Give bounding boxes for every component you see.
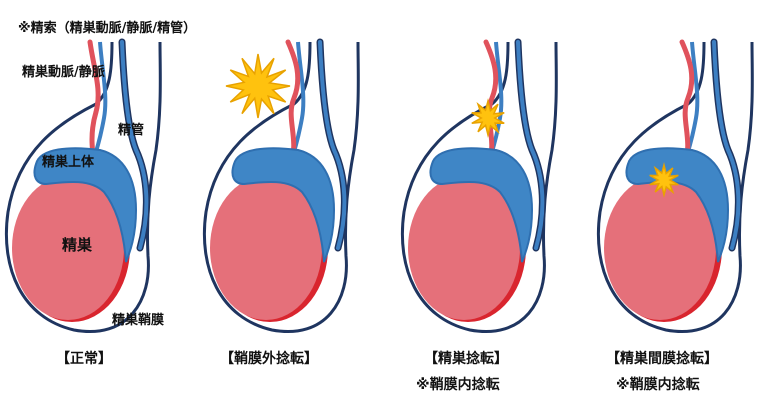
testis	[210, 176, 322, 320]
testis	[408, 176, 520, 320]
testis	[604, 176, 716, 320]
caption-testicular: 【精巣捻転】	[424, 351, 508, 367]
caption-extravaginal: 【鞘膜外捻転】	[220, 351, 318, 367]
epididymis	[429, 147, 534, 263]
label-vas-deferens: 精管	[118, 123, 145, 138]
torsion-burst-large	[225, 53, 291, 119]
torsion-burst-mesorchium	[649, 162, 679, 198]
epididymis	[33, 147, 138, 263]
testis	[12, 176, 124, 320]
tunica-outline	[4, 41, 162, 333]
caption-normal: 【正常】	[56, 351, 112, 367]
sub-testicular: ※鞘膜内捻転	[416, 377, 500, 393]
label-tunica-vaginalis: 精巣鞘膜	[112, 313, 165, 328]
vas-deferens	[712, 40, 741, 250]
vas-deferens	[318, 40, 347, 250]
panel-testicular	[400, 38, 558, 333]
label-testis: 精巣	[62, 236, 93, 254]
caption-mesorchium: 【精巣間膜捻転】	[606, 351, 718, 367]
vas-deferens	[516, 40, 545, 250]
panel-extravaginal	[202, 38, 360, 333]
artery	[679, 39, 695, 167]
vas-deferens	[120, 40, 149, 250]
torsion-burst-cord	[471, 98, 505, 138]
artery	[285, 39, 301, 167]
tunica-outline	[400, 41, 558, 333]
tunica-outline	[202, 41, 360, 333]
artery	[483, 39, 499, 167]
spermatic-cord-note: ※精索（精巣動脈/静脈/精管）	[18, 21, 197, 36]
label-artery-vein: 精巣動脈/静脈	[22, 65, 105, 80]
epididymis	[231, 147, 336, 263]
panel-mesorchium	[596, 38, 754, 333]
label-epididymis: 精巣上体	[42, 155, 95, 170]
panel-normal	[4, 38, 162, 333]
tunica-outline	[596, 41, 754, 333]
sub-mesorchium: ※鞘膜内捻転	[616, 377, 700, 393]
